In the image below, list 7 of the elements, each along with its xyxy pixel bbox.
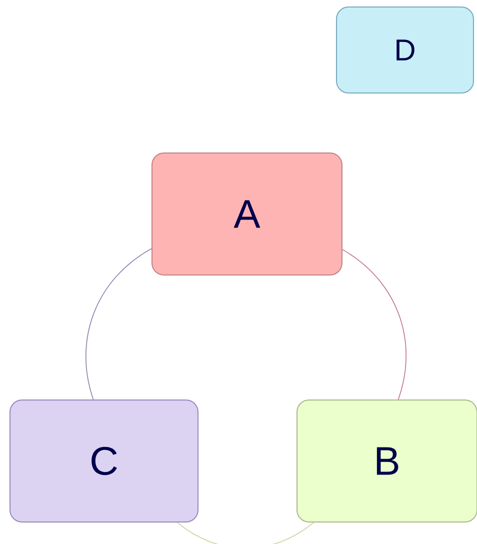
- process-box: A: [152, 152, 342, 276]
- process-box: D: [336, 6, 474, 94]
- connector-arc: [86, 248, 152, 400]
- connector-arc: [342, 249, 406, 400]
- connector-arc: [176, 522, 314, 544]
- process-box: C: [10, 400, 198, 522]
- process-box: B: [296, 400, 477, 522]
